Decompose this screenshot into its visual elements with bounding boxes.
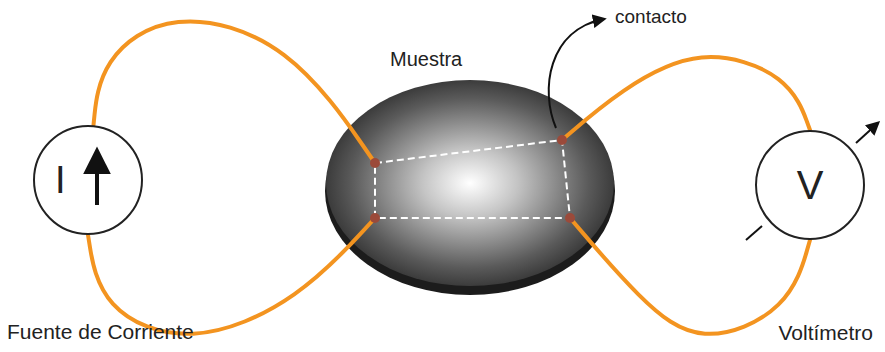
source-fill <box>33 125 143 235</box>
contact-label: contacto <box>615 7 687 28</box>
source-symbol: I <box>55 160 66 202</box>
contact-dot <box>565 213 575 223</box>
sample: Muestra <box>325 80 615 295</box>
wire <box>94 21 376 163</box>
meter-caption: Voltímetro <box>778 321 873 344</box>
meter-needle-head <box>856 123 878 143</box>
sample-body <box>326 80 614 286</box>
current-arrow <box>95 152 99 205</box>
current-source: IFuente de Corriente <box>33 125 143 235</box>
meter-symbol: V <box>797 163 824 207</box>
contact-dot <box>557 135 567 145</box>
wire <box>562 57 810 140</box>
sample-title: Muestra <box>390 48 462 70</box>
voltmeter: VVoltímetro <box>755 130 865 240</box>
source-caption: Fuente de Corriente <box>7 320 194 343</box>
dashed-outline <box>375 140 570 218</box>
wire <box>570 218 810 334</box>
wire <box>88 218 375 334</box>
contact-dot <box>370 213 380 223</box>
contact-dot <box>370 158 380 168</box>
meter-needle-tail <box>746 226 762 240</box>
meter-fill <box>755 130 865 240</box>
leader-line <box>549 19 604 128</box>
